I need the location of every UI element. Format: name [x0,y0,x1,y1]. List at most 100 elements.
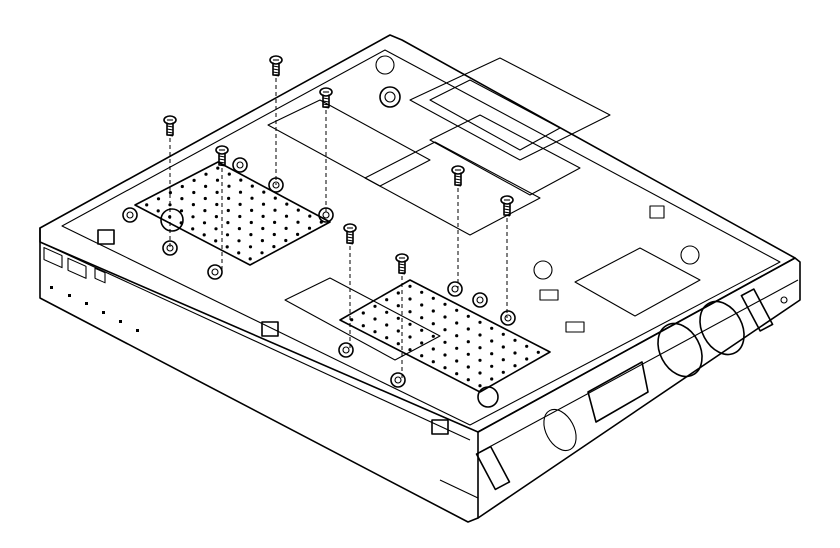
perforation-hole [525,344,529,348]
perforation-hole [180,184,184,189]
perforation-hole [272,245,276,249]
perforation-hole [490,339,494,343]
perforation-grid [350,284,540,388]
standoff [379,86,401,108]
perforation-hole [490,364,494,368]
mount-hole-center [451,285,459,293]
connector [649,205,665,219]
screw-assembly [319,87,333,215]
indicator-led [102,311,105,314]
chassis-front-face [39,227,479,523]
screw-thread [503,208,511,211]
mount-hole [338,342,354,358]
indicator-led [85,302,88,305]
perforation-hole [396,304,400,308]
perforation-hole [296,232,300,236]
perforation-hole [214,239,218,243]
perforation-hole [215,178,220,182]
connector [539,289,559,301]
mount-hole-center [236,161,244,169]
screw-thread [272,71,280,74]
screw-thread [322,103,330,106]
perforation-hole [214,215,218,219]
perforation-hole [361,311,365,315]
power-button [94,267,106,284]
perforation-hole [204,184,208,188]
perforation-hole [443,340,447,344]
perforation-hole [214,227,218,231]
screw-thread [272,65,280,68]
standoff [533,260,553,280]
screw-thread [166,128,174,131]
perforation-hole [191,203,195,207]
screw-thread [454,181,462,184]
screw-head [215,145,229,155]
perforation-hole [478,358,482,362]
mount-hole [390,372,406,388]
perforation-hole [431,360,435,364]
perforation-hole [396,329,400,333]
perforation-hole [501,332,505,336]
perforation-hole [443,328,447,332]
screw-thread [322,100,330,103]
perforation-hole [226,221,230,225]
perforation-hole [203,196,207,201]
perforation-hole [237,251,241,255]
latch [740,288,774,332]
perforation-hole [361,324,365,328]
perforation-hole [513,364,517,368]
screw-thread [166,125,174,128]
bracket-cutout [267,99,431,187]
screw-thread [398,269,406,272]
perforation-hole [237,239,241,243]
perforation-hole [373,330,377,334]
perforated-plate [339,279,551,393]
perforation-hole [285,202,289,206]
usb-port-2 [67,257,87,279]
perforation-hole [227,184,231,188]
screw-head [451,165,465,175]
clip [97,229,115,245]
mount-hole [232,157,248,173]
perforation-hole [238,190,243,194]
perforation-hole [261,202,266,206]
connector [565,321,585,333]
screw-thread [218,161,226,164]
bracket-cutout [409,57,611,161]
screw-thread [272,68,280,71]
screw-thread [346,239,354,242]
side-opening [543,408,577,452]
perforation-hole [350,318,354,322]
mount-hole-center [211,268,219,276]
perforation-hole [227,172,231,176]
perforation-hole [501,345,505,349]
perforation-hole [420,290,424,294]
perforation-hole [226,208,230,213]
screw-assembly [395,253,409,380]
screw-thread [398,263,406,266]
screw-thread [346,233,354,236]
perforation-hole [225,233,230,237]
perforation-hole [203,209,207,213]
perforation-hole [215,202,219,207]
perforation-hole [536,350,540,354]
perforation-hole [396,342,400,346]
perforation-hole [225,245,229,249]
perforation-hole [443,353,447,357]
perforation-hole [455,359,459,363]
screw-thread [218,155,226,158]
perforation-hole [239,178,243,182]
perforation-hole [396,291,400,295]
screw-head [343,223,357,233]
bracket-cutout [574,247,701,317]
screw-head [319,87,333,97]
standoff [375,55,395,75]
perforation-hole [192,178,196,182]
mount-hole [472,292,488,308]
mount-hole [447,281,463,297]
screw-assembly [215,145,229,272]
perforation-hole [179,209,184,213]
right-face-edge [479,279,799,453]
